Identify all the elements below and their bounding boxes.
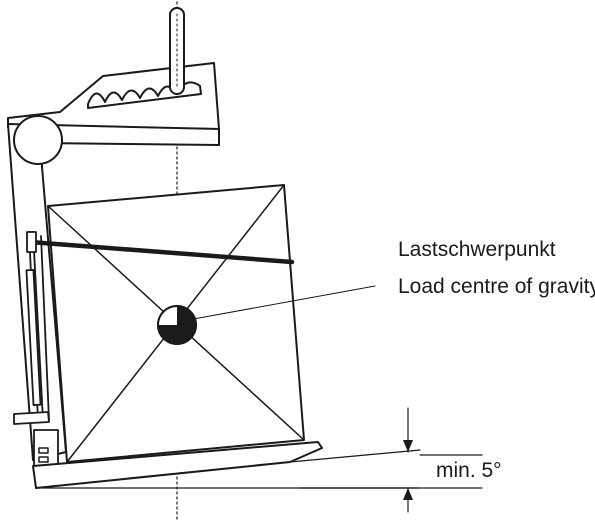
pulley-wheel bbox=[13, 115, 63, 165]
base-plate bbox=[32, 441, 323, 489]
cog-label-german: Lastschwerpunkt bbox=[398, 238, 556, 261]
lock-slot-2 bbox=[38, 456, 49, 463]
lock-mechanism bbox=[13, 411, 50, 425]
angle-arrow-down bbox=[403, 440, 413, 452]
restraint-clip bbox=[26, 231, 37, 253]
angle-arrow-up bbox=[403, 488, 413, 500]
strap-line bbox=[40, 235, 50, 421]
angle-line-tilted bbox=[289, 449, 421, 463]
center-of-gravity-icon bbox=[157, 305, 197, 345]
cog-leader-line bbox=[187, 285, 376, 321]
cog-label-english: Load centre of gravity bbox=[398, 275, 595, 298]
strap-tube bbox=[25, 269, 42, 407]
tilt-angle-label: min. 5° bbox=[436, 459, 502, 482]
lock-slot-1 bbox=[38, 447, 49, 454]
restraint-bar bbox=[27, 239, 295, 265]
